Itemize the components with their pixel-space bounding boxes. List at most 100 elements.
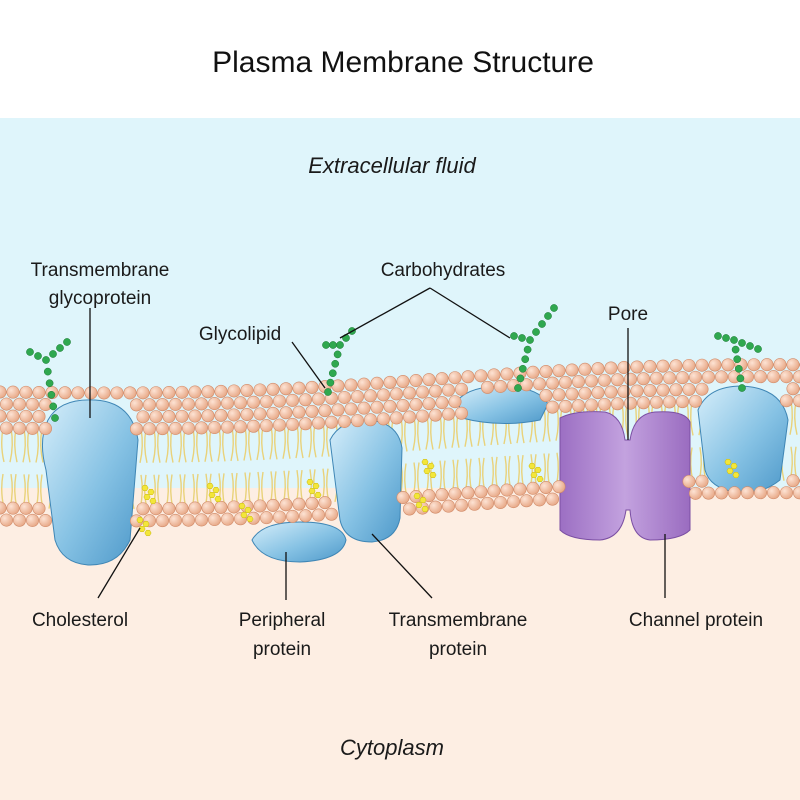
phospholipid-head — [493, 379, 507, 393]
phospholipid-head — [389, 387, 403, 401]
carbohydrate-bead — [532, 328, 540, 336]
phospholipid-head — [714, 486, 728, 500]
phospholipid-head — [169, 397, 183, 411]
phospholipid-head — [480, 380, 494, 394]
phospholipid-head — [25, 513, 39, 527]
phospholipid-head — [565, 387, 579, 401]
phospholipid-head — [597, 373, 611, 387]
phospholipid-head — [428, 500, 442, 514]
phospholipid-head — [136, 410, 150, 424]
leader-lines — [89, 287, 666, 600]
leader-glycolipid — [291, 341, 326, 389]
carbohydrate-bead — [333, 350, 342, 359]
phospholipid-head — [448, 487, 462, 501]
phospholipid-head — [285, 509, 299, 523]
phospholipid-head — [519, 378, 533, 392]
phospholipid-head — [32, 501, 46, 515]
transmembrane-glycoprotein-label-line2: glycoprotein — [49, 288, 151, 309]
phospholipid-head — [311, 508, 325, 522]
phospholipid-head — [630, 360, 644, 374]
phospholipid-head — [539, 364, 553, 378]
phospholipid-head — [701, 486, 715, 500]
phospholipid-head — [539, 388, 553, 402]
cholesterol-molecule — [724, 458, 732, 466]
phospholipid-head — [123, 386, 137, 400]
phospholipid-head — [266, 382, 280, 396]
phospholipid-head — [234, 420, 248, 434]
carbohydrate-bead — [736, 374, 745, 383]
phospholipid-head — [448, 371, 462, 385]
phospholipid-head — [247, 395, 261, 409]
phospholipid-head — [285, 393, 299, 407]
carbohydrate-bead — [518, 334, 526, 342]
carbohydrate-bead — [324, 388, 332, 396]
phospholipid-head — [350, 390, 364, 404]
cholesterol-molecule — [214, 495, 222, 503]
phospholipid-head — [285, 417, 299, 431]
phospholipid-head — [169, 513, 183, 527]
cholesterol-molecule — [427, 462, 435, 470]
phospholipid-head — [136, 386, 150, 400]
phospholipid-head — [279, 498, 293, 512]
glycolipid-label: Glycolipid — [199, 324, 281, 345]
cholesterol-molecule — [536, 475, 544, 483]
phospholipid-head — [402, 502, 416, 516]
carbohydrate-bead — [526, 336, 534, 344]
carbohydrate-bead — [42, 356, 50, 364]
phospholipid-head — [318, 404, 332, 418]
carbohydrate-bead — [26, 348, 34, 356]
phospholipid-head — [766, 370, 780, 384]
carbohydrate-bead — [329, 341, 337, 349]
phospholipid-head — [344, 402, 358, 416]
phospholipid-head — [143, 422, 157, 436]
phospholipid-head — [188, 409, 202, 423]
cholesterol-molecule — [238, 502, 246, 510]
phospholipid-head — [396, 490, 410, 504]
phospholipid-head — [383, 375, 397, 389]
cholesterol-molecule — [421, 458, 429, 466]
phospholipid-head — [786, 382, 800, 396]
membrane-proteins — [42, 385, 789, 566]
phospholipid-head — [97, 386, 111, 400]
cholesterol-molecule — [246, 515, 254, 523]
carbohydrate-bead — [34, 352, 42, 360]
phospholipid-head — [597, 397, 611, 411]
carbohydrate-bead — [47, 390, 56, 399]
phospholipid-head — [149, 410, 163, 424]
phospholipid-head — [415, 409, 429, 423]
phospholipid-head — [571, 399, 585, 413]
phospholipid-head — [227, 384, 241, 398]
phospholipid-head — [701, 370, 715, 384]
phospholipid-head — [441, 407, 455, 421]
carbohydrate-bead — [326, 378, 335, 387]
phospholipid-head — [175, 385, 189, 399]
carbohydrate-bead — [722, 334, 730, 342]
phospholipid-head — [292, 497, 306, 511]
phospholipid-head — [227, 408, 241, 422]
phospholipid-head — [753, 370, 767, 384]
carbohydrate-bead — [550, 304, 558, 312]
phospholipid-head — [779, 486, 793, 500]
transmembrane-protein — [329, 419, 403, 543]
phospholipid-head — [337, 414, 351, 428]
phospholipid-head — [279, 406, 293, 420]
phospholipid-head — [357, 401, 371, 415]
transmembrane-glycoprotein — [42, 399, 139, 566]
phospholipid-head — [162, 386, 176, 400]
pore-label: Pore — [608, 304, 648, 325]
carbohydrate-bead — [518, 364, 527, 373]
phospholipid-head — [695, 382, 709, 396]
phospholipid-head — [240, 407, 254, 421]
carbohydrate-bead — [49, 350, 57, 358]
phospholipid-head — [396, 374, 410, 388]
carbohydrate-bead — [63, 338, 71, 346]
phospholipid-head — [402, 386, 416, 400]
phospholipid-head — [13, 397, 26, 411]
phospholipid-head — [688, 370, 702, 384]
phospholipid-head — [6, 501, 20, 515]
phospholipid-head — [175, 409, 189, 423]
cholesterol-molecule — [423, 467, 431, 475]
phospholipid-head — [298, 393, 312, 407]
phospholipid-head — [208, 421, 222, 435]
